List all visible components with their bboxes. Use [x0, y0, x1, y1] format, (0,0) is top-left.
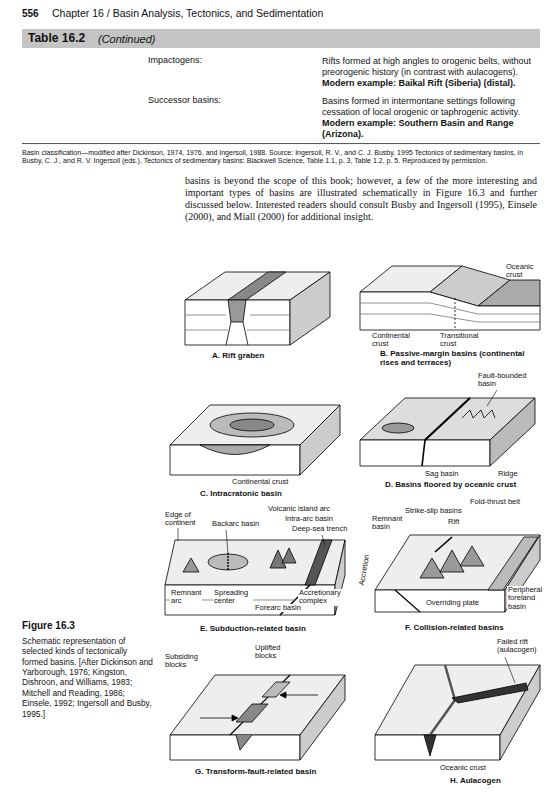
figure-label: Continental crust [232, 478, 288, 486]
figure-label: Fold-thrust belt [470, 498, 520, 506]
transform-block [170, 675, 345, 760]
panel-caption: G. Transform-fault-related basin [195, 768, 316, 777]
figure-label: Remnant basin [372, 515, 406, 532]
panel-caption: A. Rift graben [212, 352, 264, 361]
figure-label: Peripheral foreland basin [507, 586, 549, 611]
body-text: basins is beyond the scope of this book;… [185, 175, 537, 223]
figure-label: Edge of continent [165, 511, 205, 528]
table-title: Table 16.2 [28, 32, 85, 45]
panel-caption: E. Subduction-related basin [200, 625, 306, 634]
panel-caption: C. Intracratonic basin [200, 490, 282, 499]
figure-label: Forearc basin [254, 604, 302, 612]
figure-label: Continental crust [372, 332, 416, 349]
figure-label: Strike-slip basins [405, 507, 462, 515]
panel-caption: B. Passive-margin basins (continental ri… [380, 350, 540, 368]
figure-label: Fault-bounded basin [478, 372, 533, 389]
table-cell: Modern example: Southern Basin and Range… [322, 118, 538, 140]
table-cell: Rifts formed at high angles to orogenic … [322, 56, 538, 78]
figure-label: Deep-sea trench [292, 525, 347, 533]
table-rule [22, 143, 540, 144]
aulacogen-block [375, 657, 540, 760]
figure-label: Spreading center [213, 589, 253, 606]
page-number: 556 [22, 8, 39, 19]
table-cell: Basins formed in intermontane settings f… [322, 96, 538, 118]
figure-label: Backarc basin [212, 520, 259, 528]
figure-caption: Schematic representation of selected kin… [22, 636, 154, 719]
figure-label: Failed rift (aulacogen) [497, 638, 547, 655]
rift-graben-block [185, 272, 330, 345]
figure-label: Transitional crust [440, 332, 488, 349]
figure-label: Volcanic island arc [268, 505, 330, 513]
table-cell: Impactogens: [148, 56, 202, 66]
figure-label: Sag basin [425, 470, 458, 478]
figure-label: Intra-arc basin [285, 515, 333, 523]
running-head: Chapter 16 / Basin Analysis, Tectonics, … [52, 8, 323, 20]
figure-label: Overriding plate [425, 599, 480, 607]
figure-label: Oceanic crust [506, 263, 540, 280]
figure-label: Uplifted blocks [255, 644, 295, 661]
panel-caption: F. Collision-related basins [405, 624, 504, 633]
figure-label: Ridge [498, 470, 518, 478]
figure-label: Remnant arc [170, 589, 202, 606]
panel-caption: D. Basins floored by oceanic crust [385, 481, 516, 490]
figure-label: Oceanic crust [440, 764, 486, 772]
figure-label: Rift [448, 518, 459, 526]
table-title: (Continued) [98, 33, 155, 45]
oceanic-basin-block [360, 390, 535, 466]
table-header-band [22, 29, 540, 48]
figure-label: Accretion [358, 554, 372, 586]
panel-caption: H. Aulacogen [450, 777, 501, 786]
intracratonic-block [170, 405, 340, 475]
table-footnote: Basin classification—modified after Dick… [22, 149, 540, 166]
figure-number: Figure 16.3 [22, 620, 75, 631]
figure-label: Subsiding blocks [165, 653, 210, 670]
figure-label: Accretionary complex [298, 589, 345, 606]
table-cell: Successor basins: [148, 96, 221, 106]
subduction-block [165, 528, 345, 615]
table-cell: Modern example: Baikal Rift (Siberia) (d… [322, 78, 538, 89]
